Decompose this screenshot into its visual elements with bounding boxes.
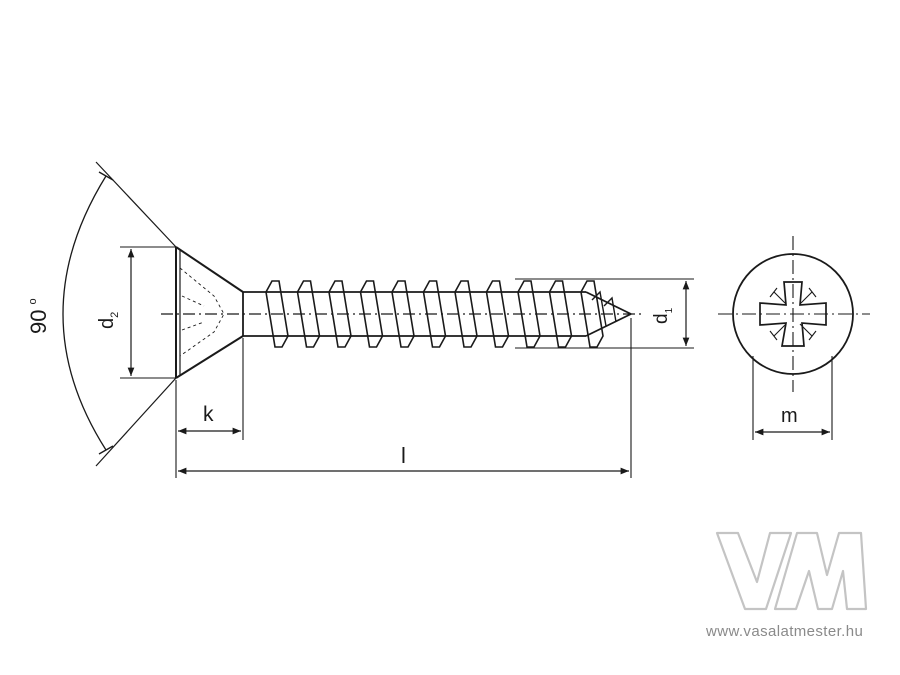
screw-head <box>175 246 244 379</box>
head-diameter-dimension: d2 <box>96 246 176 379</box>
angle-dimension: 90o <box>26 161 177 467</box>
thread-crest <box>391 280 415 348</box>
vasalatmester-logo <box>715 531 868 611</box>
thread-crest <box>328 280 352 348</box>
thread-crest <box>580 280 604 348</box>
recess-width-label: m <box>781 405 798 427</box>
thread-crest <box>422 280 447 348</box>
thread-crest <box>454 280 478 348</box>
head-diameter-label: d2 <box>96 312 121 329</box>
thread-diameter-dimension: d1 <box>515 278 694 349</box>
thread-crest <box>265 280 289 348</box>
angle-label: 90o <box>26 298 51 334</box>
pozidriv-recess-icon <box>759 281 827 347</box>
thread-crest <box>296 280 321 348</box>
length-dimension: l <box>178 318 632 478</box>
thread-crest <box>548 280 573 348</box>
thread-crest <box>517 280 541 348</box>
head-height-label: k <box>203 403 214 426</box>
head-top-view: m <box>718 236 870 440</box>
thread-crest <box>485 280 510 348</box>
thread-crest <box>359 280 384 348</box>
screw-thread <box>265 280 604 348</box>
screw-tip <box>585 290 632 337</box>
thread-diameter-label: d1 <box>651 307 675 324</box>
length-label: l <box>401 443 406 468</box>
head-height-dimension: k <box>175 338 244 478</box>
watermark-url: www.vasalatmester.hu <box>706 623 864 640</box>
